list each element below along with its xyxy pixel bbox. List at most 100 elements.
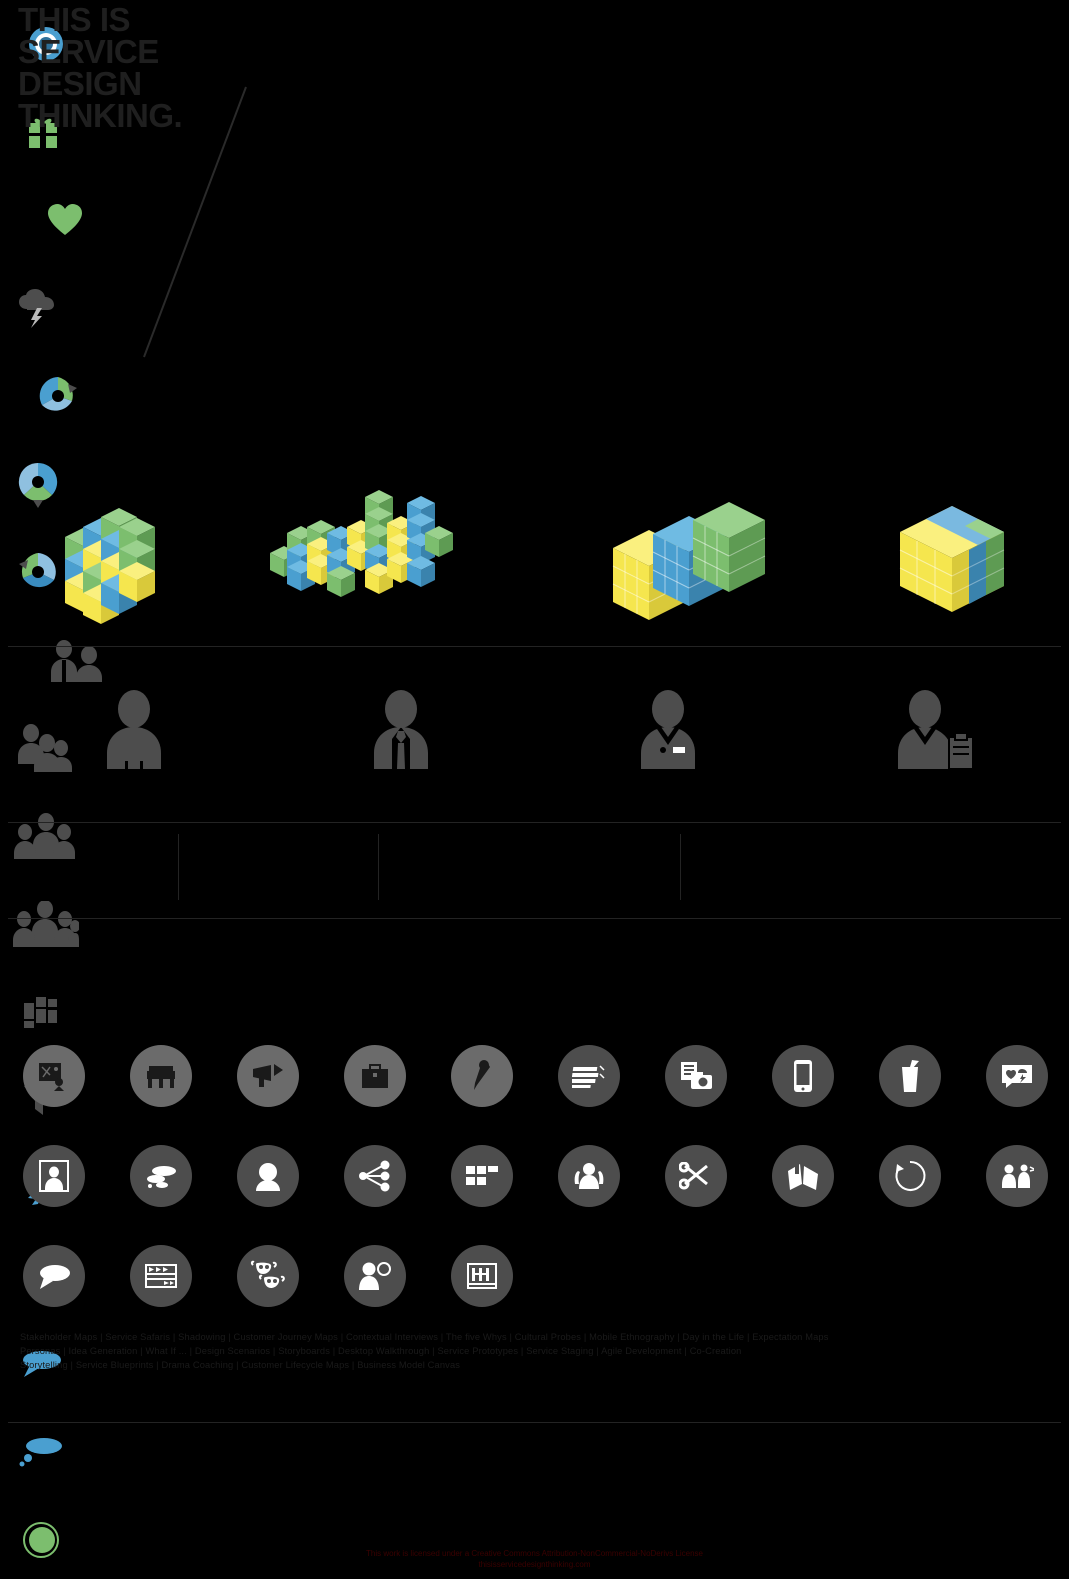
four-people-icon[interactable] [12,813,76,859]
rule-above-icons-1 [8,822,1061,823]
icon-cell-three-people[interactable] [0,704,88,792]
three-figures-icon[interactable] [557,1145,620,1207]
circle-cell-drink[interactable] [856,1045,963,1107]
icon-cell-thought-bubble[interactable] [0,1408,82,1496]
icon-cell-donut-2[interactable] [0,440,76,528]
person-suit-tie-icon [373,690,428,769]
bench-icon[interactable] [129,1045,192,1107]
icon-cell-donut-1[interactable] [20,352,96,440]
icon-cell-gift[interactable] [0,88,86,176]
heart-icon[interactable] [46,202,84,238]
three-people-icon[interactable] [15,724,73,772]
divider-charts-people [680,834,681,900]
two-people-icon[interactable] [49,638,107,682]
circle-cell-bench[interactable] [107,1045,214,1107]
drink-cup-icon[interactable] [878,1045,941,1107]
smartphone-icon[interactable] [771,1045,834,1107]
icon-cell-donut-3[interactable] [0,528,76,616]
grid-blocks-icon[interactable] [23,995,59,1029]
whiteboard-map-icon[interactable] [22,1045,85,1107]
circle-cell-microphone[interactable] [428,1045,535,1107]
circle-cell-refresh[interactable] [856,1145,963,1207]
donut-chart-icon-1[interactable] [36,374,80,418]
scissors-icon[interactable] [664,1145,727,1207]
circle-cell-emotion-card[interactable] [963,1045,1069,1107]
thought-bubble-icon[interactable] [19,1436,63,1468]
icon-cell-heart[interactable] [0,176,130,264]
circle-cell-group-people[interactable] [963,1145,1069,1207]
target-icon[interactable] [27,25,65,63]
circle-cell-briefcase[interactable] [321,1045,428,1107]
cube-group-assembled [899,506,1005,612]
circle-cell-text-lines[interactable] [535,1045,642,1107]
title-line-2: SERVICE [18,33,159,70]
blueprint-icon[interactable] [450,1245,513,1307]
footer-line-1: This work is licensed under a Creative C… [365,1549,703,1558]
storm-cloud-icon[interactable] [17,288,57,328]
caption-line-3: Storytelling | Service Blueprints | Dram… [20,1360,461,1370]
method-icon-grid [0,1026,1069,1326]
circle-cell-persona-circle[interactable] [321,1245,428,1307]
icon-cell-speech-bubble[interactable] [0,1320,82,1408]
circle-cell-document-camera[interactable] [642,1045,749,1107]
megaphone-icon[interactable] [236,1045,299,1107]
icon-cell-target[interactable] [0,0,92,88]
emotion-card-icon[interactable] [985,1045,1048,1107]
speech-bubble-icon[interactable] [20,1349,62,1379]
circle-cell-masks[interactable] [214,1245,321,1307]
five-people-icon[interactable] [9,901,79,947]
block-grid-icon[interactable] [450,1145,513,1207]
license-footer: This work is licensed under a Creative C… [0,1548,1069,1570]
circle-outline-icon[interactable] [22,1521,60,1559]
microphone-icon[interactable] [450,1045,513,1107]
persona-circle-icon[interactable] [343,1245,406,1307]
refresh-circle-icon[interactable] [878,1145,941,1207]
cube-illustration-row [0,478,1069,638]
cube-group-sorted [612,502,766,620]
speech-cloud-icon[interactable] [22,1245,85,1307]
method-icon-row-3 [0,1226,1069,1326]
cube-group-mixed [65,508,155,624]
circle-cell-thought-clouds[interactable] [107,1145,214,1207]
circle-cell-storyboard[interactable] [107,1245,214,1307]
gift-icon[interactable] [24,113,62,151]
circle-cell-whiteboard[interactable] [0,1045,107,1107]
circle-cell-network-share[interactable] [321,1145,428,1207]
donut-chart-icon-3[interactable] [16,550,60,594]
icon-cell-storm[interactable] [0,264,74,352]
network-share-icon[interactable] [343,1145,406,1207]
circle-cell-block-grid[interactable] [428,1145,535,1207]
persona-row [0,648,1069,808]
group-people-icon[interactable] [985,1145,1048,1207]
caption-line-1: Stakeholder Maps | Service Safaris | Sha… [20,1332,829,1342]
document-camera-icon[interactable] [664,1045,727,1107]
donut-chart-icon-2[interactable] [16,460,60,508]
icon-cell-circle-outline[interactable] [0,1496,82,1579]
icon-cell-grid-blocks[interactable] [0,968,82,1056]
text-lines-icon[interactable] [557,1045,620,1107]
circle-cell-profile-card[interactable] [0,1145,107,1207]
icon-cell-five-people[interactable] [0,880,88,968]
icon-cell-two-people[interactable] [34,616,122,704]
circle-cell-blueprint[interactable] [428,1245,535,1307]
title-line-4: THINKING. [18,97,183,134]
briefcase-icon[interactable] [343,1045,406,1107]
title-line-1: THIS IS [18,1,131,38]
storyboard-icon[interactable] [129,1245,192,1307]
avatar-icon[interactable] [236,1145,299,1207]
profile-card-icon[interactable] [22,1145,85,1207]
circle-cell-book-map[interactable] [749,1145,856,1207]
page-title: THIS IS SERVICE DESIGN THINKING. [18,1,183,134]
title-line-3: DESIGN [18,65,142,102]
circle-cell-three-figures[interactable] [535,1145,642,1207]
circle-cell-smartphone[interactable] [749,1045,856,1107]
circle-cell-megaphone[interactable] [214,1045,321,1107]
book-map-icon[interactable] [771,1145,834,1207]
circle-cell-scissors[interactable] [642,1145,749,1207]
symbol-row-one [0,0,130,968]
circle-cell-speech-cloud[interactable] [0,1245,107,1307]
masks-icon[interactable] [236,1245,299,1307]
thought-clouds-icon[interactable] [129,1145,192,1207]
circle-cell-avatar[interactable] [214,1145,321,1207]
